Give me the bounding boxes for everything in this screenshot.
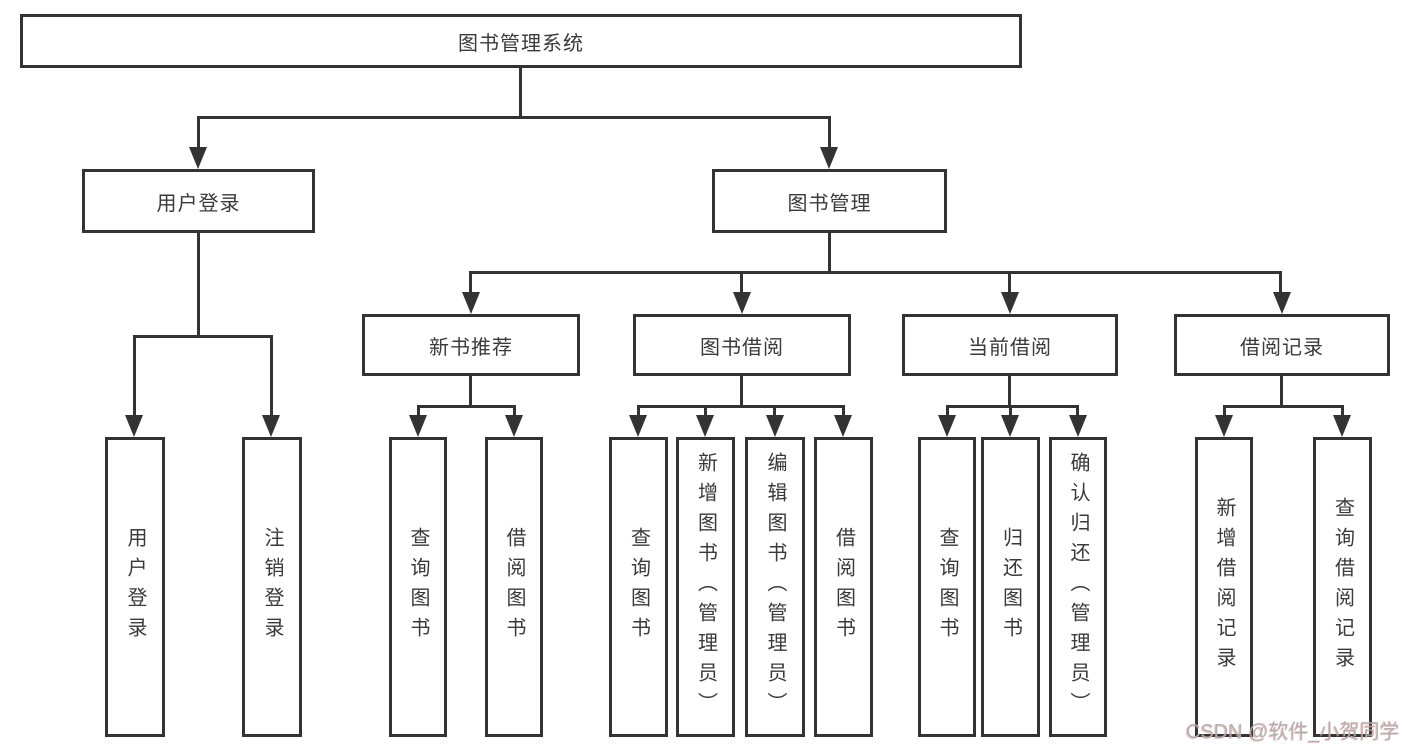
- connector-bookmgmt-stub-4: [1279, 271, 1282, 294]
- connector-root-stub-left: [197, 116, 200, 149]
- arrowhead-currentborrow-return: [1001, 415, 1019, 437]
- connector-bookborrow-hline: [637, 405, 845, 408]
- connector-userlogin-stub-right: [270, 335, 273, 416]
- node-leaf-bookborrow-query-label: 查询图书: [627, 527, 650, 647]
- connector-currentborrow-hline: [946, 405, 1079, 408]
- node-leaf-newbooks-query: 查询图书: [389, 437, 447, 737]
- node-leaf-currentborrow-confirm-admin: 确认归还（管理员）: [1049, 437, 1107, 737]
- csdn-watermark: CSDN @软件_小贺同学: [1186, 721, 1400, 743]
- node-leaf-currentborrow-query-label: 查询图书: [936, 527, 958, 647]
- arrowhead-user-login: [189, 147, 207, 169]
- connector-userlogin-vline: [197, 233, 200, 335]
- connector-bookborrow-stub-1: [637, 405, 640, 417]
- node-group-book-borrow-label: 图书借阅: [700, 336, 784, 359]
- node-leaf-bookborrow-add-admin-label: 新增图书（管理员）: [694, 452, 717, 722]
- node-root-library-system: 图书管理系统: [20, 14, 1022, 68]
- arrowhead-currentborrow-query: [938, 415, 956, 437]
- node-user-login-branch: 用户登录: [82, 169, 315, 233]
- node-leaf-newbooks-borrow-label: 借阅图书: [503, 527, 525, 647]
- arrowhead-new-books: [462, 292, 480, 314]
- arrowhead-currentborrow-confirm: [1069, 415, 1087, 437]
- connector-bookborrow-stub-4: [842, 405, 845, 417]
- node-leaf-user-login-label: 用户登录: [124, 527, 146, 647]
- node-leaf-bookborrow-add-admin: 新增图书（管理员）: [676, 437, 735, 737]
- node-book-management-branch: 图书管理: [712, 169, 947, 233]
- connector-bookmgmt-hline: [469, 271, 1282, 274]
- arrowhead-login-leaf: [125, 415, 143, 437]
- connector-userlogin-hline: [133, 335, 273, 338]
- node-root-label: 图书管理系统: [458, 32, 584, 55]
- node-leaf-logout-label: 注销登录: [261, 527, 283, 647]
- node-leaf-currentborrow-confirm-admin-label: 确认归还（管理员）: [1067, 452, 1089, 722]
- node-leaf-bookborrow-borrow-label: 借阅图书: [832, 527, 855, 647]
- node-leaf-logout: 注销登录: [242, 437, 302, 737]
- arrowhead-borrowrecords-add: [1215, 415, 1233, 437]
- arrowhead-bookborrow-add: [696, 415, 714, 437]
- connector-userlogin-stub-left: [133, 335, 136, 416]
- connector-root-vline: [519, 68, 522, 116]
- node-leaf-user-login: 用户登录: [105, 437, 165, 737]
- node-leaf-currentborrow-return-label: 归还图书: [999, 527, 1022, 647]
- node-leaf-borrowrecords-query-label: 查询借阅记录: [1331, 497, 1354, 677]
- node-leaf-newbooks-query-label: 查询图书: [407, 527, 429, 647]
- arrowhead-borrowrecords-query: [1333, 415, 1351, 437]
- arrowhead-book-management: [820, 147, 838, 169]
- connector-root-hline: [197, 116, 831, 119]
- connector-currentborrow-stub-1: [946, 405, 949, 417]
- node-group-current-borrow: 当前借阅: [902, 314, 1118, 376]
- arrowhead-bookborrow-edit: [766, 415, 784, 437]
- connector-borrowrecords-vline: [1280, 376, 1283, 406]
- arrowhead-borrow-records: [1273, 292, 1291, 314]
- connector-currentborrow-stub-3: [1076, 405, 1079, 417]
- connector-borrowrecords-hline: [1223, 405, 1344, 408]
- node-group-borrow-records: 借阅记录: [1174, 314, 1390, 376]
- connector-bookmgmt-stub-1: [469, 271, 472, 294]
- connector-bookborrow-vline: [740, 376, 743, 406]
- connector-bookborrow-stub-3: [773, 405, 776, 417]
- arrowhead-book-borrow: [733, 292, 751, 314]
- node-leaf-newbooks-borrow: 借阅图书: [485, 437, 543, 737]
- connector-bookmgmt-stub-3: [1008, 271, 1011, 294]
- arrowhead-bookborrow-query: [629, 415, 647, 437]
- node-leaf-currentborrow-query: 查询图书: [918, 437, 976, 737]
- node-leaf-borrowrecords-query: 查询借阅记录: [1313, 437, 1372, 737]
- connector-currentborrow-stub-2: [1009, 405, 1012, 417]
- node-group-borrow-records-label: 借阅记录: [1240, 336, 1324, 359]
- arrowhead-newbooks-query: [409, 415, 427, 437]
- node-group-new-books-label: 新书推荐: [429, 336, 513, 359]
- connector-newbooks-stub-2: [513, 405, 516, 417]
- connector-newbooks-hline: [417, 405, 516, 408]
- connector-borrowrecords-stub-1: [1223, 405, 1226, 417]
- connector-bookmgmt-vline: [828, 233, 831, 271]
- arrowhead-current-borrow: [1001, 292, 1019, 314]
- connector-root-stub-right: [828, 116, 831, 149]
- connector-bookmgmt-stub-2: [740, 271, 743, 294]
- node-leaf-bookborrow-edit-admin: 编辑图书（管理员）: [745, 437, 805, 737]
- connector-currentborrow-vline: [1008, 376, 1011, 406]
- connector-bookborrow-stub-2: [704, 405, 707, 417]
- node-book-management-branch-label: 图书管理: [787, 192, 872, 215]
- node-leaf-bookborrow-borrow: 借阅图书: [814, 437, 873, 737]
- node-group-current-borrow-label: 当前借阅: [968, 336, 1052, 359]
- node-leaf-bookborrow-query: 查询图书: [609, 437, 668, 737]
- node-leaf-borrowrecords-add: 新增借阅记录: [1195, 437, 1253, 737]
- arrowhead-bookborrow-borrow: [834, 415, 852, 437]
- node-group-new-books: 新书推荐: [362, 314, 580, 376]
- node-group-book-borrow: 图书借阅: [633, 314, 851, 376]
- connector-borrowrecords-stub-2: [1341, 405, 1344, 417]
- connector-newbooks-stub-1: [417, 405, 420, 417]
- node-leaf-bookborrow-edit-admin-label: 编辑图书（管理员）: [764, 452, 786, 722]
- arrowhead-newbooks-borrow: [505, 415, 523, 437]
- arrowhead-logout-leaf: [262, 415, 280, 437]
- node-user-login-branch-label: 用户登录: [156, 192, 241, 215]
- connector-newbooks-vline: [469, 376, 472, 406]
- node-leaf-borrowrecords-add-label: 新增借阅记录: [1213, 497, 1235, 677]
- node-leaf-currentborrow-return: 归还图书: [981, 437, 1040, 737]
